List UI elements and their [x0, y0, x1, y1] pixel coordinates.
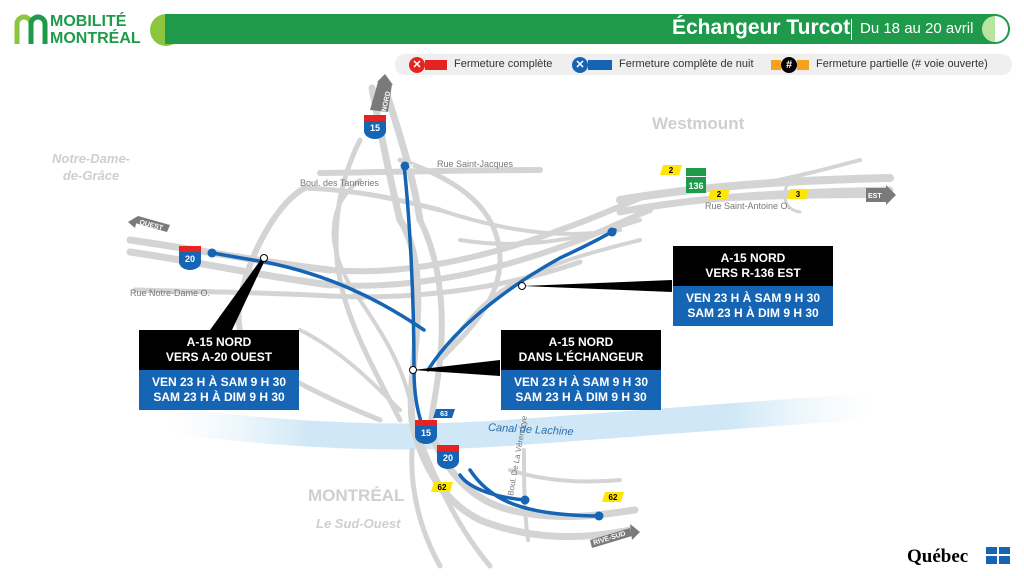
- direction-nord: NORD: [381, 91, 392, 113]
- place-westmount: Westmount: [652, 114, 745, 133]
- legend: [395, 54, 1012, 75]
- closure-x-1: ×: [408, 162, 414, 173]
- lane-tag-b: 2: [717, 190, 722, 199]
- closure-box-title: A-15 NORD VERS A-20 OUEST: [139, 330, 299, 370]
- logo-line2: MONTRÉAL: [50, 30, 141, 47]
- direction-arrows: [128, 74, 896, 548]
- closure-box-times: VEN 23 H À SAM 9 H 30 SAM 23 H À DIM 9 H…: [501, 370, 661, 410]
- canal-lachine: [168, 393, 871, 450]
- closure-title-line1: A-15 NORD: [720, 251, 786, 265]
- closure-box-a20-ouest: A-15 NORD VERS A-20 OUEST VEN 23 H À SAM…: [139, 330, 299, 410]
- quebec-flag-icon: [986, 547, 1010, 564]
- partial-closure-bar-left: [771, 60, 781, 70]
- road-network: [126, 84, 894, 569]
- a15-shield-north: [364, 115, 386, 139]
- street-saint-jacques: Rue Saint-Jacques: [437, 159, 514, 169]
- lane-tag-a: 2: [669, 166, 674, 175]
- lane-tag-d: 62: [438, 483, 447, 492]
- r136-shield: [686, 168, 706, 193]
- a15-shield-south: [415, 420, 437, 444]
- closure-time1: VEN 23 H À SAM 9 H 30: [685, 291, 821, 305]
- closure-time2: SAM 23 H À DIM 9 H 30: [515, 390, 647, 404]
- a15-shield-label-north: 15: [370, 123, 380, 133]
- route-a15-to-r136-east: [426, 228, 617, 372]
- closure-title-line2: VERS R-136 EST: [705, 266, 801, 280]
- lane-tag-c: 3: [796, 190, 801, 199]
- place-ndg: Notre-Dame-de-Grâce: [51, 151, 130, 183]
- partial-closure-tags: [431, 165, 809, 502]
- closure-title-line2: VERS A-20 OUEST: [165, 350, 273, 364]
- legend-partial-closure: Fermeture partielle (# voie ouverte): [816, 58, 988, 70]
- header-separator: [851, 19, 852, 40]
- logo-line1: MOBILITÉ: [50, 13, 127, 30]
- closure-time1: VEN 23 H À SAM 9 H 30: [513, 375, 649, 389]
- callout-pointers: [210, 254, 672, 376]
- header-bar: [165, 14, 1007, 44]
- night-closure-bar: [588, 60, 612, 70]
- lane-tag-f: 63: [440, 411, 448, 418]
- a15-shield-label-south: 15: [421, 428, 431, 438]
- direction-ouest: OUEST: [138, 219, 164, 232]
- street-tanneries: Boul. des Tanneries: [300, 178, 379, 188]
- a20-shield-label-west: 20: [185, 254, 195, 264]
- closure-time2: SAM 23 H À DIM 9 H 30: [687, 306, 819, 320]
- night-closure-routes: [210, 163, 617, 518]
- closure-box-r136-est: A-15 NORD VERS R-136 EST VEN 23 H À SAM …: [673, 246, 833, 326]
- quebec-logo-text: Québec: [907, 546, 969, 567]
- page-title: Échangeur Turcot: [672, 16, 851, 39]
- route-south-1: [468, 468, 602, 518]
- closure-box-times: VEN 23 H À SAM 9 H 30 SAM 23 H À DIM 9 H…: [673, 286, 833, 326]
- route-a15-in-interchange: [402, 163, 426, 432]
- place-sud-ouest: Le Sud-Ouest: [316, 516, 401, 531]
- mobilite-logo-icon: [14, 14, 48, 44]
- closure-box-title: A-15 NORD VERS R-136 EST: [673, 246, 833, 286]
- street-saint-antoine: Rue Saint-Antoine O.: [705, 201, 791, 211]
- partial-closure-icon: #: [781, 57, 797, 73]
- logo-text: MOBILITÉ MONTRÉAL: [50, 13, 141, 47]
- legend-full-closure: Fermeture complète: [454, 58, 553, 70]
- closure-title-line1: A-15 NORD: [186, 335, 252, 349]
- a20-shield-label-south: 20: [443, 453, 453, 463]
- street-notre-dame: Rue Notre-Dame O.: [130, 288, 211, 298]
- route-a15-to-a20-west: [210, 251, 426, 332]
- closure-box-title: A-15 NORD DANS L'ÉCHANGEUR: [501, 330, 661, 370]
- header-dates: Du 18 au 20 avril: [860, 20, 974, 37]
- direction-est: EST: [868, 193, 882, 200]
- a20-shield-west: [179, 246, 201, 270]
- full-closure-icon: ✕: [409, 57, 425, 73]
- closure-box-times: VEN 23 H À SAM 9 H 30 SAM 23 H À DIM 9 H…: [139, 370, 299, 410]
- full-closure-bar: [425, 60, 447, 70]
- closure-time2: SAM 23 H À DIM 9 H 30: [153, 390, 285, 404]
- closure-time1: VEN 23 H À SAM 9 H 30: [151, 375, 287, 389]
- closure-title-line2: DANS L'ÉCHANGEUR: [518, 350, 644, 364]
- night-closure-icon: ✕: [572, 57, 588, 73]
- lane-tag-e: 62: [609, 493, 618, 502]
- partial-closure-bar-right: [797, 60, 809, 70]
- route-south-2: [458, 473, 528, 502]
- closure-box-interchange: A-15 NORD DANS L'ÉCHANGEUR VEN 23 H À SA…: [501, 330, 661, 410]
- closure-icons: [207, 161, 617, 521]
- closure-title-line1: A-15 NORD: [548, 335, 614, 349]
- header-end-circle: [980, 14, 1010, 44]
- a20-shield-south: [437, 445, 459, 469]
- legend-night-closure: Fermeture complète de nuit: [619, 58, 754, 70]
- r136-shield-label: 136: [688, 181, 703, 191]
- place-montreal: MONTRÉAL: [308, 486, 405, 505]
